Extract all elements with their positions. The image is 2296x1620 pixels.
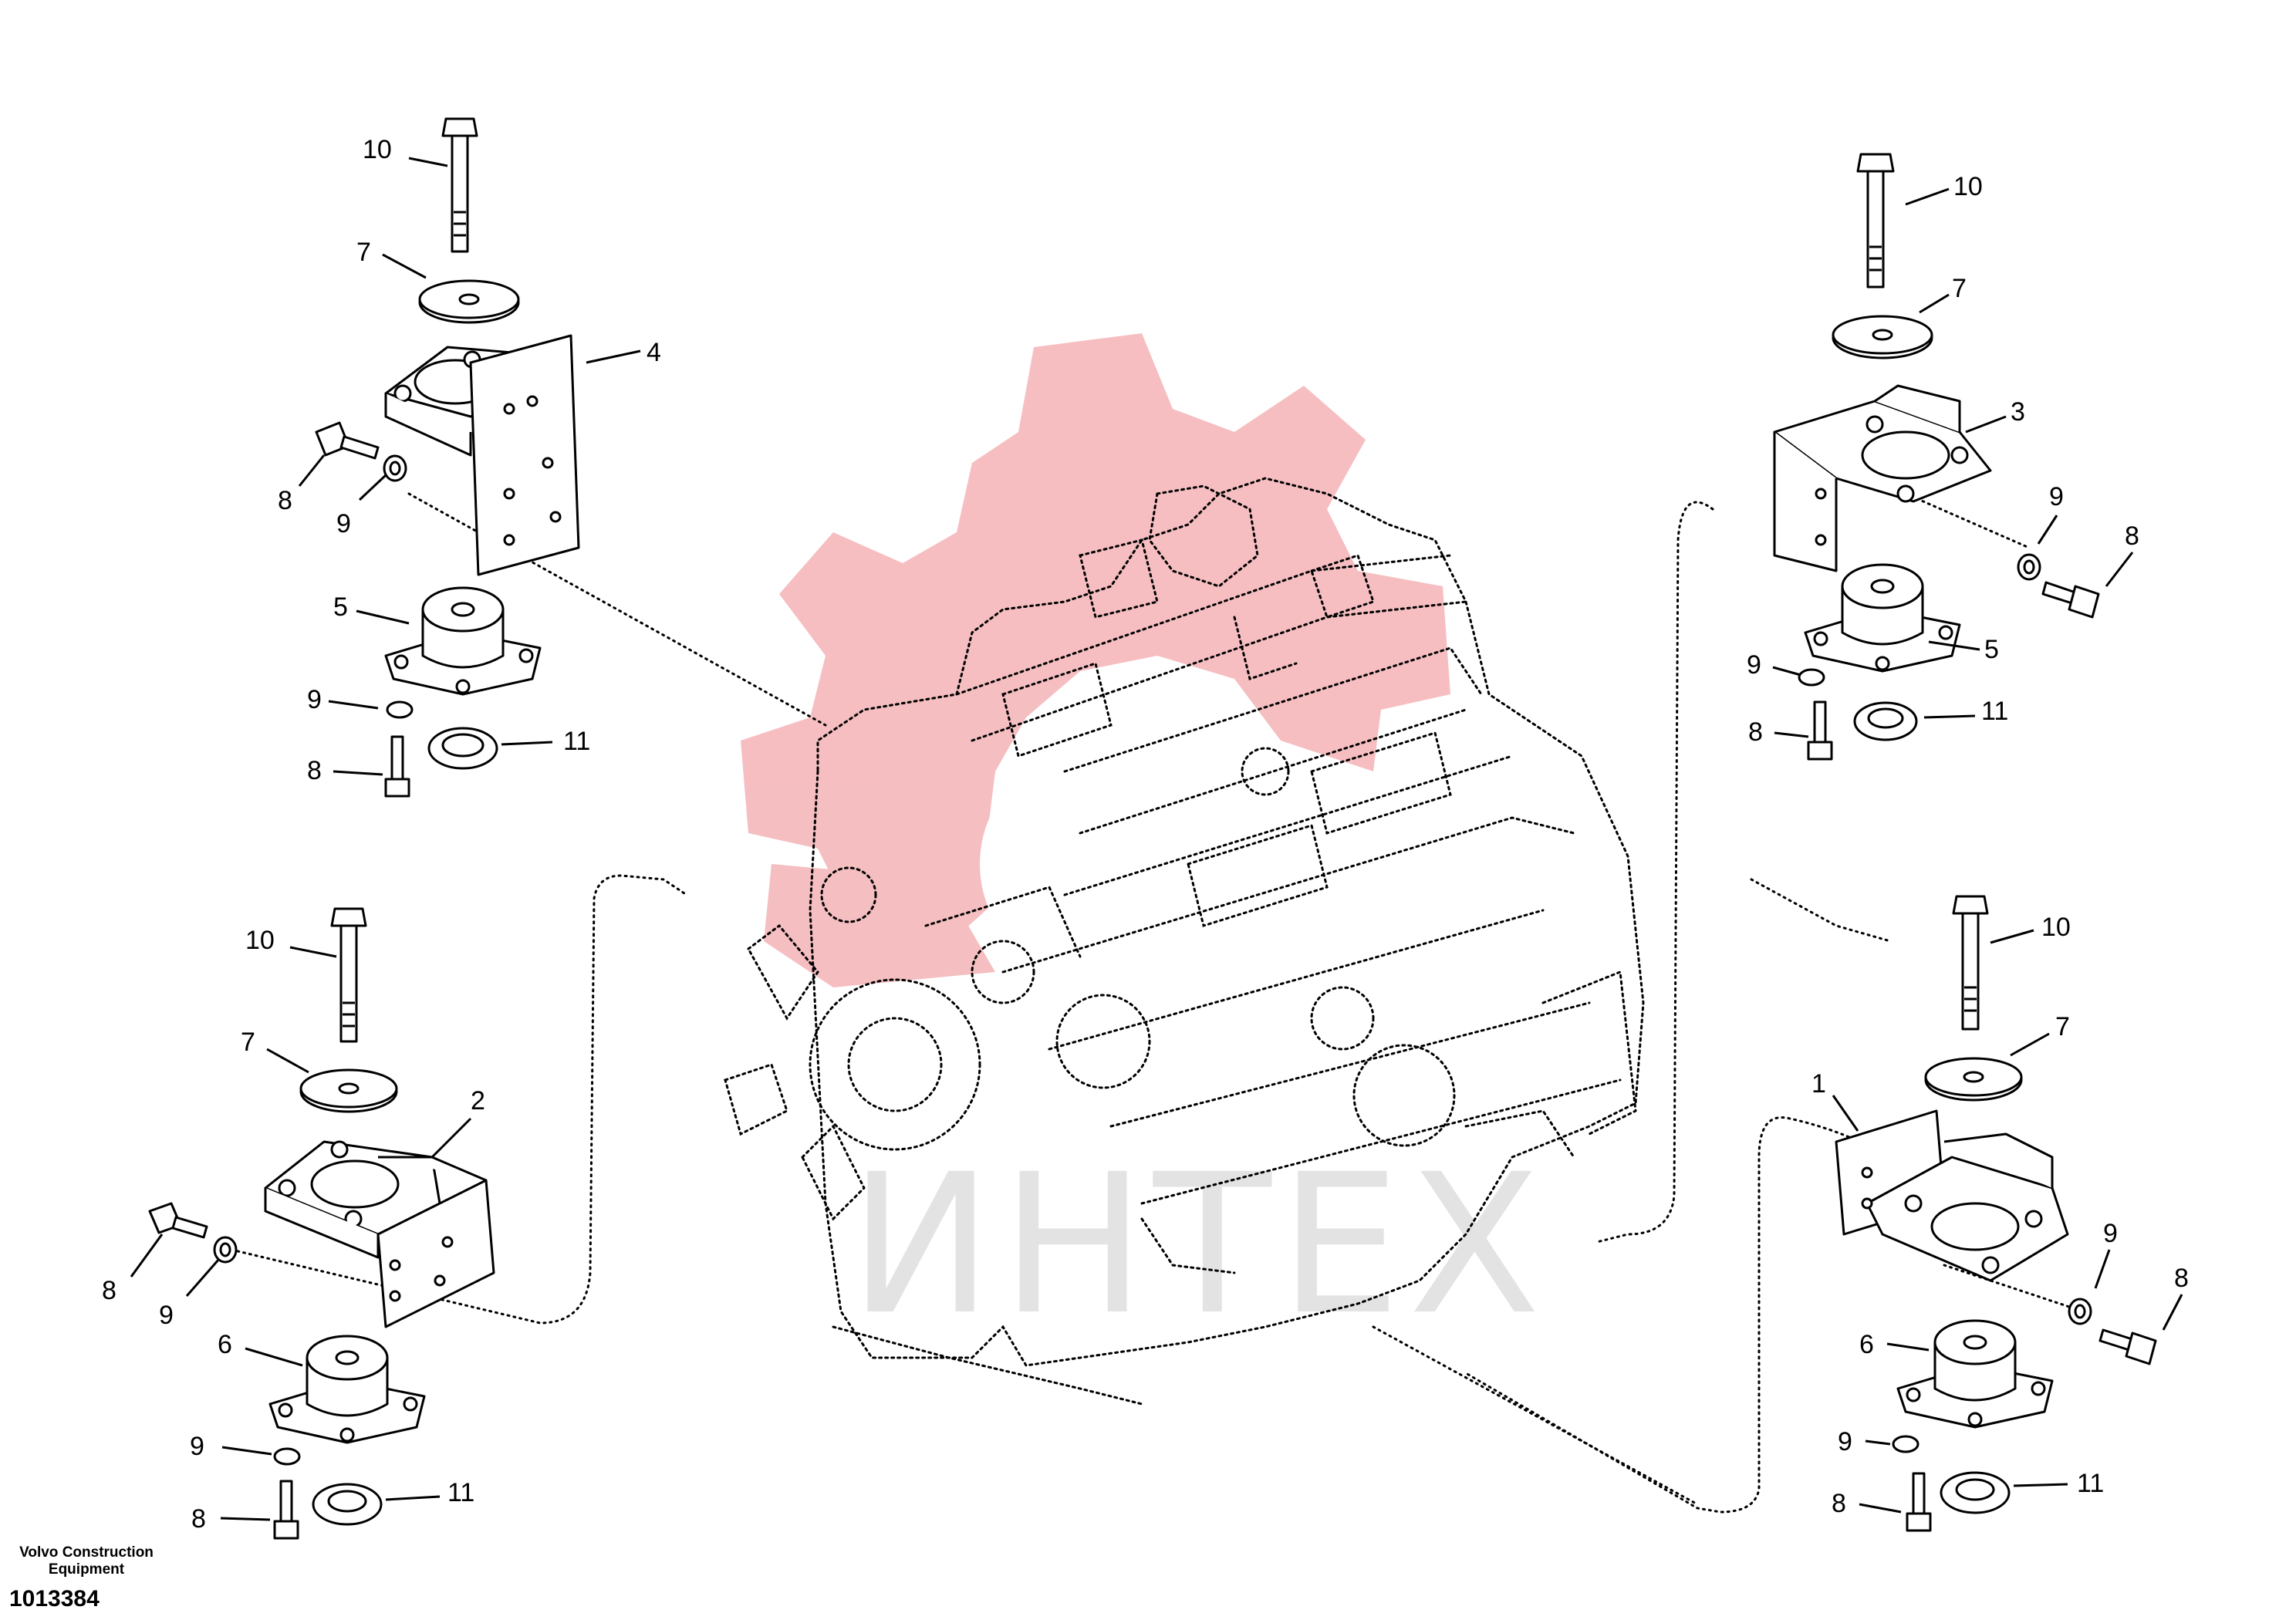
small-bolt [2041, 581, 2100, 619]
callout-lock-washer-lower: 9 [190, 1432, 204, 1461]
callout-bolt-small: 8 [2125, 521, 2139, 551]
flat-washer [418, 279, 520, 324]
callout-spacer: 11 [1981, 697, 2008, 726]
callout-bolt-lower: 8 [1832, 1489, 1846, 1518]
lock-washer [2068, 1298, 2092, 1325]
small-bolt [315, 421, 380, 460]
spacer-ring [427, 727, 498, 770]
lower-bolt [273, 1480, 299, 1540]
lock-washer-lower [1892, 1435, 1920, 1453]
flat-washer [1832, 315, 1933, 359]
spacer-ring [1853, 701, 1918, 741]
mount-bracket [1835, 1109, 2069, 1282]
long-bolt [1952, 895, 1989, 1031]
callout-lock-washer-lower: 9 [1747, 650, 1761, 680]
flat-washer [1924, 1057, 2023, 1102]
document-number: 1013384 [9, 1586, 100, 1612]
mount-bracket [1773, 384, 1992, 572]
callout-washer: 7 [356, 238, 371, 267]
callout-washer: 7 [2055, 1012, 2070, 1041]
watermark-text: ИНТЕХ [849, 1132, 1548, 1357]
callout-bolt-long: 10 [2041, 913, 2071, 942]
rubber-mount [1896, 1319, 2054, 1429]
callout-mount: 6 [218, 1330, 232, 1359]
callout-bolt-lower: 8 [191, 1504, 206, 1534]
callout-lock-washer: 9 [2103, 1219, 2118, 1248]
mount-bracket [384, 334, 580, 576]
watermark-gear-logo [741, 333, 1450, 987]
callout-bracket: 2 [471, 1086, 485, 1115]
callout-spacer: 11 [2077, 1469, 2104, 1498]
long-bolt [441, 117, 478, 253]
callout-bolt-lower: 8 [1748, 717, 1763, 747]
callout-bolt-long: 10 [245, 926, 275, 955]
callout-bolt-long: 10 [363, 135, 392, 164]
lower-bolt [1906, 1472, 1932, 1532]
callout-washer: 7 [1952, 274, 1967, 303]
mount-group-top-left: 10 7 4 8 9 5 9 8 11 [278, 117, 661, 798]
company-name: Volvo Construction Equipment [19, 1544, 154, 1578]
callout-bolt-lower: 8 [307, 756, 322, 785]
callout-lock-washer-lower: 9 [307, 685, 322, 714]
engine-illustration [724, 477, 1645, 1406]
spacer-ring [1940, 1471, 2011, 1514]
callout-mount: 6 [1859, 1330, 1874, 1359]
small-bolt [148, 1202, 208, 1239]
callout-lock-washer: 9 [336, 509, 351, 538]
footer-block: Volvo Construction Equipment 1013384 [9, 1544, 164, 1612]
callout-spacer: 11 [563, 727, 590, 756]
lock-washer [2017, 553, 2041, 581]
callout-bracket: 1 [1811, 1069, 1826, 1099]
lock-washer-lower [386, 700, 414, 719]
callout-spacer: 11 [447, 1478, 474, 1507]
callout-bracket: 3 [2011, 397, 2025, 427]
callout-lock-washer-lower: 9 [1838, 1427, 1852, 1456]
callout-mount: 5 [333, 592, 348, 622]
lower-bolt [1807, 700, 1833, 761]
callout-bolt-small: 8 [102, 1276, 116, 1305]
lock-washer-lower [1798, 668, 1825, 687]
lock-washer [213, 1236, 238, 1264]
callout-lock-washer: 9 [159, 1301, 174, 1330]
long-bolt [330, 907, 367, 1043]
rubber-mount [268, 1335, 426, 1444]
lower-bolt [384, 735, 410, 798]
callout-bolt-small: 8 [2174, 1264, 2189, 1293]
lock-washer-lower [273, 1447, 301, 1466]
flat-washer [299, 1068, 398, 1113]
callout-bracket: 4 [647, 338, 661, 367]
mount-bracket [264, 1140, 495, 1328]
rubber-mount [1804, 563, 1961, 673]
callout-lock-washer: 9 [2049, 482, 2064, 511]
mount-group-bottom-right: 10 7 1 9 8 6 9 11 8 [1811, 895, 2189, 1532]
mount-group-bottom-left: 10 7 2 8 9 6 9 11 8 [102, 907, 495, 1540]
callout-bolt-long: 10 [1953, 172, 1983, 201]
small-bolt [2098, 1328, 2157, 1365]
callout-bolt-small: 8 [278, 486, 292, 515]
spacer-ring [312, 1483, 383, 1526]
rubber-mount [384, 586, 542, 696]
mount-group-top-right: 10 7 3 9 8 5 9 11 8 [1747, 153, 2139, 761]
lock-washer [383, 454, 407, 482]
callout-mount: 5 [1984, 635, 1999, 664]
long-bolt [1856, 153, 1895, 289]
callout-washer: 7 [241, 1028, 255, 1057]
